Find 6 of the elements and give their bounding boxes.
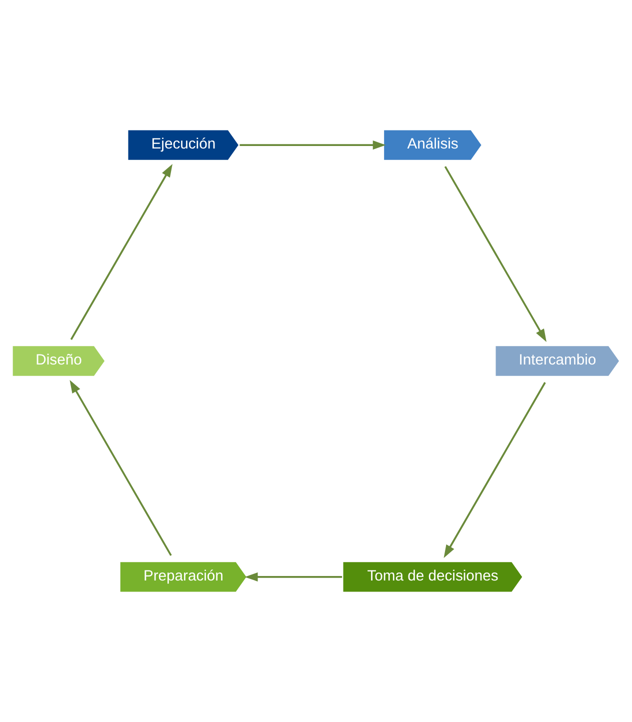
arrow [70, 164, 172, 340]
arrow [240, 140, 386, 150]
arrow [70, 380, 172, 556]
arrow [244, 572, 342, 582]
arrow [444, 166, 546, 342]
arrow [444, 382, 546, 558]
